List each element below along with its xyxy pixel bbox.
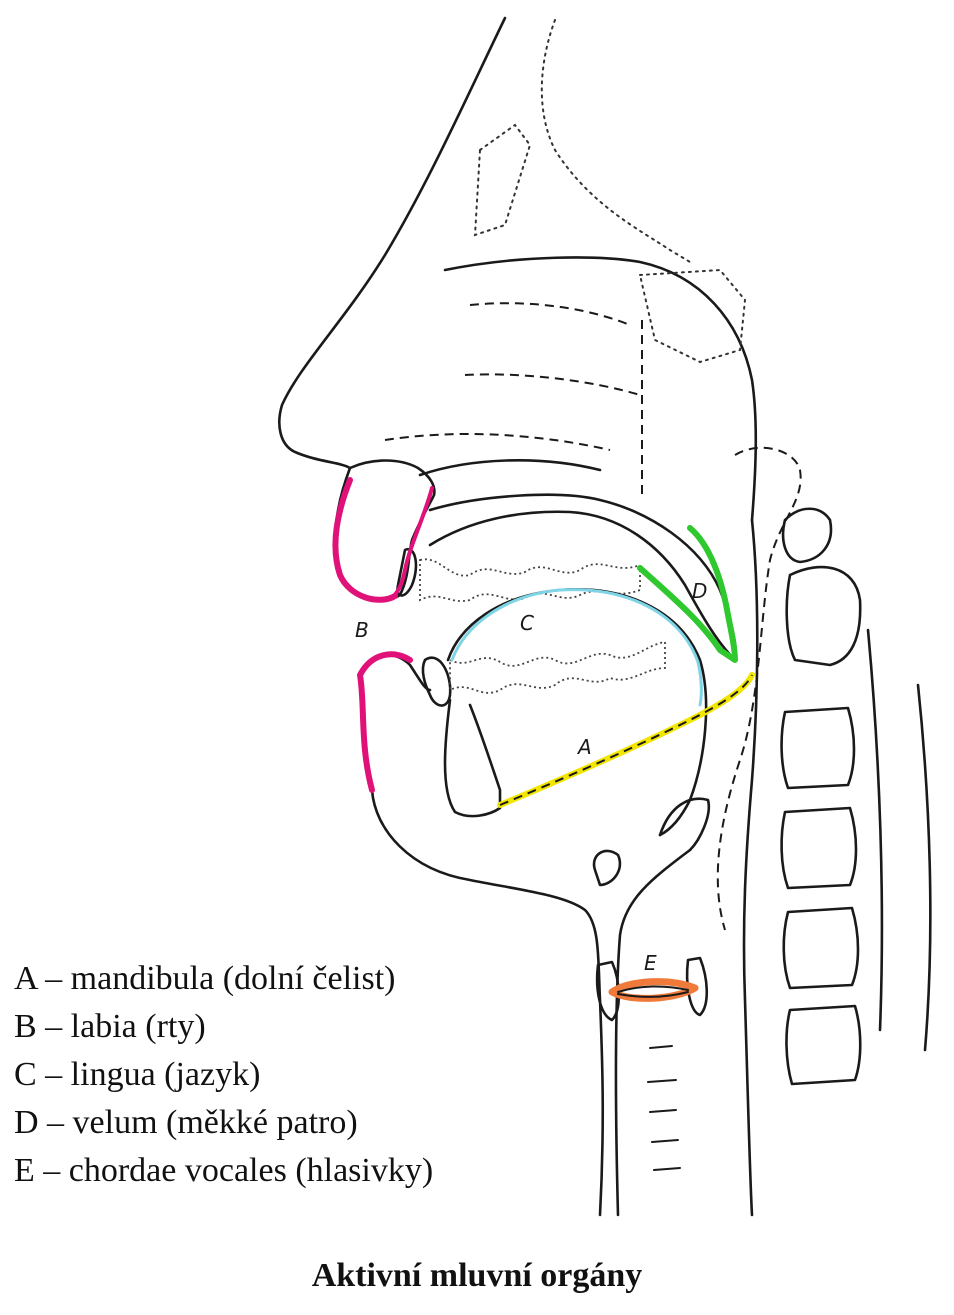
legend-item-c: C – lingua (jazyk) — [14, 1056, 261, 1093]
epiglottis — [658, 797, 711, 852]
vertebra-c6 — [785, 1004, 862, 1086]
vocal-folds — [617, 985, 689, 998]
nasal-cavity-roof — [443, 256, 758, 522]
vertebra-c5 — [782, 906, 860, 990]
face-profile — [278, 16, 507, 470]
vertebra-c1 — [781, 507, 833, 564]
highlight-labia-upper-inner — [390, 486, 434, 600]
trachea-ring — [651, 1139, 679, 1143]
thyroid-cartilage-left — [595, 960, 621, 1022]
vertebra-c4 — [780, 806, 858, 890]
lower-incisor — [421, 656, 452, 707]
marker-e: E — [644, 951, 657, 975]
highlight-chordae-vocales — [608, 978, 699, 1002]
spinal-canal-back — [916, 683, 932, 1052]
sinus-chamber-upper — [473, 123, 532, 237]
legend-item-e: E – chordae vocales (hlasivky) — [14, 1152, 434, 1189]
figure-caption: Aktivní mluvní orgány — [311, 1257, 643, 1294]
turbinate-lower — [384, 433, 611, 451]
pharynx-inner-dashed — [716, 446, 802, 931]
highlight-labia-lower — [357, 651, 413, 793]
nostril-outline — [348, 459, 436, 497]
trachea-ring — [649, 1045, 673, 1049]
spinal-canal-front — [866, 628, 884, 1032]
highlight-labia-upper — [332, 477, 398, 603]
mandibula-line — [499, 674, 753, 806]
marker-a: A — [576, 735, 592, 759]
marker-c: C — [520, 611, 534, 635]
highlight-velum — [637, 525, 738, 663]
hard-palate-lower — [428, 510, 737, 662]
legend-item-a: A – mandibula (dolní čelist) — [14, 960, 396, 997]
turbinate-middle — [464, 373, 641, 396]
vertebra-c3 — [780, 706, 856, 790]
pharynx-front — [614, 848, 692, 1217]
trachea-ring — [653, 1167, 681, 1171]
highlight-lingua — [450, 588, 703, 707]
vertebra-c2 — [785, 565, 862, 667]
marker-b: B — [355, 618, 369, 642]
marker-d: D — [692, 579, 707, 603]
frontal-sinus — [540, 19, 691, 263]
tongue-outline — [446, 588, 708, 837]
nasal-floor — [418, 459, 602, 477]
legend-item-b: B – labia (rty) — [14, 1008, 206, 1045]
upper-teeth — [419, 558, 641, 602]
legend-item-d: D – velum (měkké patro) — [14, 1104, 358, 1141]
chin-and-neck — [370, 788, 605, 1217]
trachea-ring — [647, 1079, 677, 1083]
mandible-body — [443, 698, 502, 818]
turbinate-upper — [469, 302, 631, 326]
legend: A – mandibula (dolní čelist) B – labia (… — [14, 955, 433, 1195]
pharynx-back — [742, 518, 759, 1217]
hard-palate-upper — [428, 493, 737, 662]
sinus-chamber-lower — [638, 268, 747, 364]
highlight-mandibula — [497, 672, 755, 808]
trachea-ring — [649, 1109, 677, 1113]
hyoid-bone — [592, 849, 622, 887]
lower-teeth — [449, 640, 666, 694]
